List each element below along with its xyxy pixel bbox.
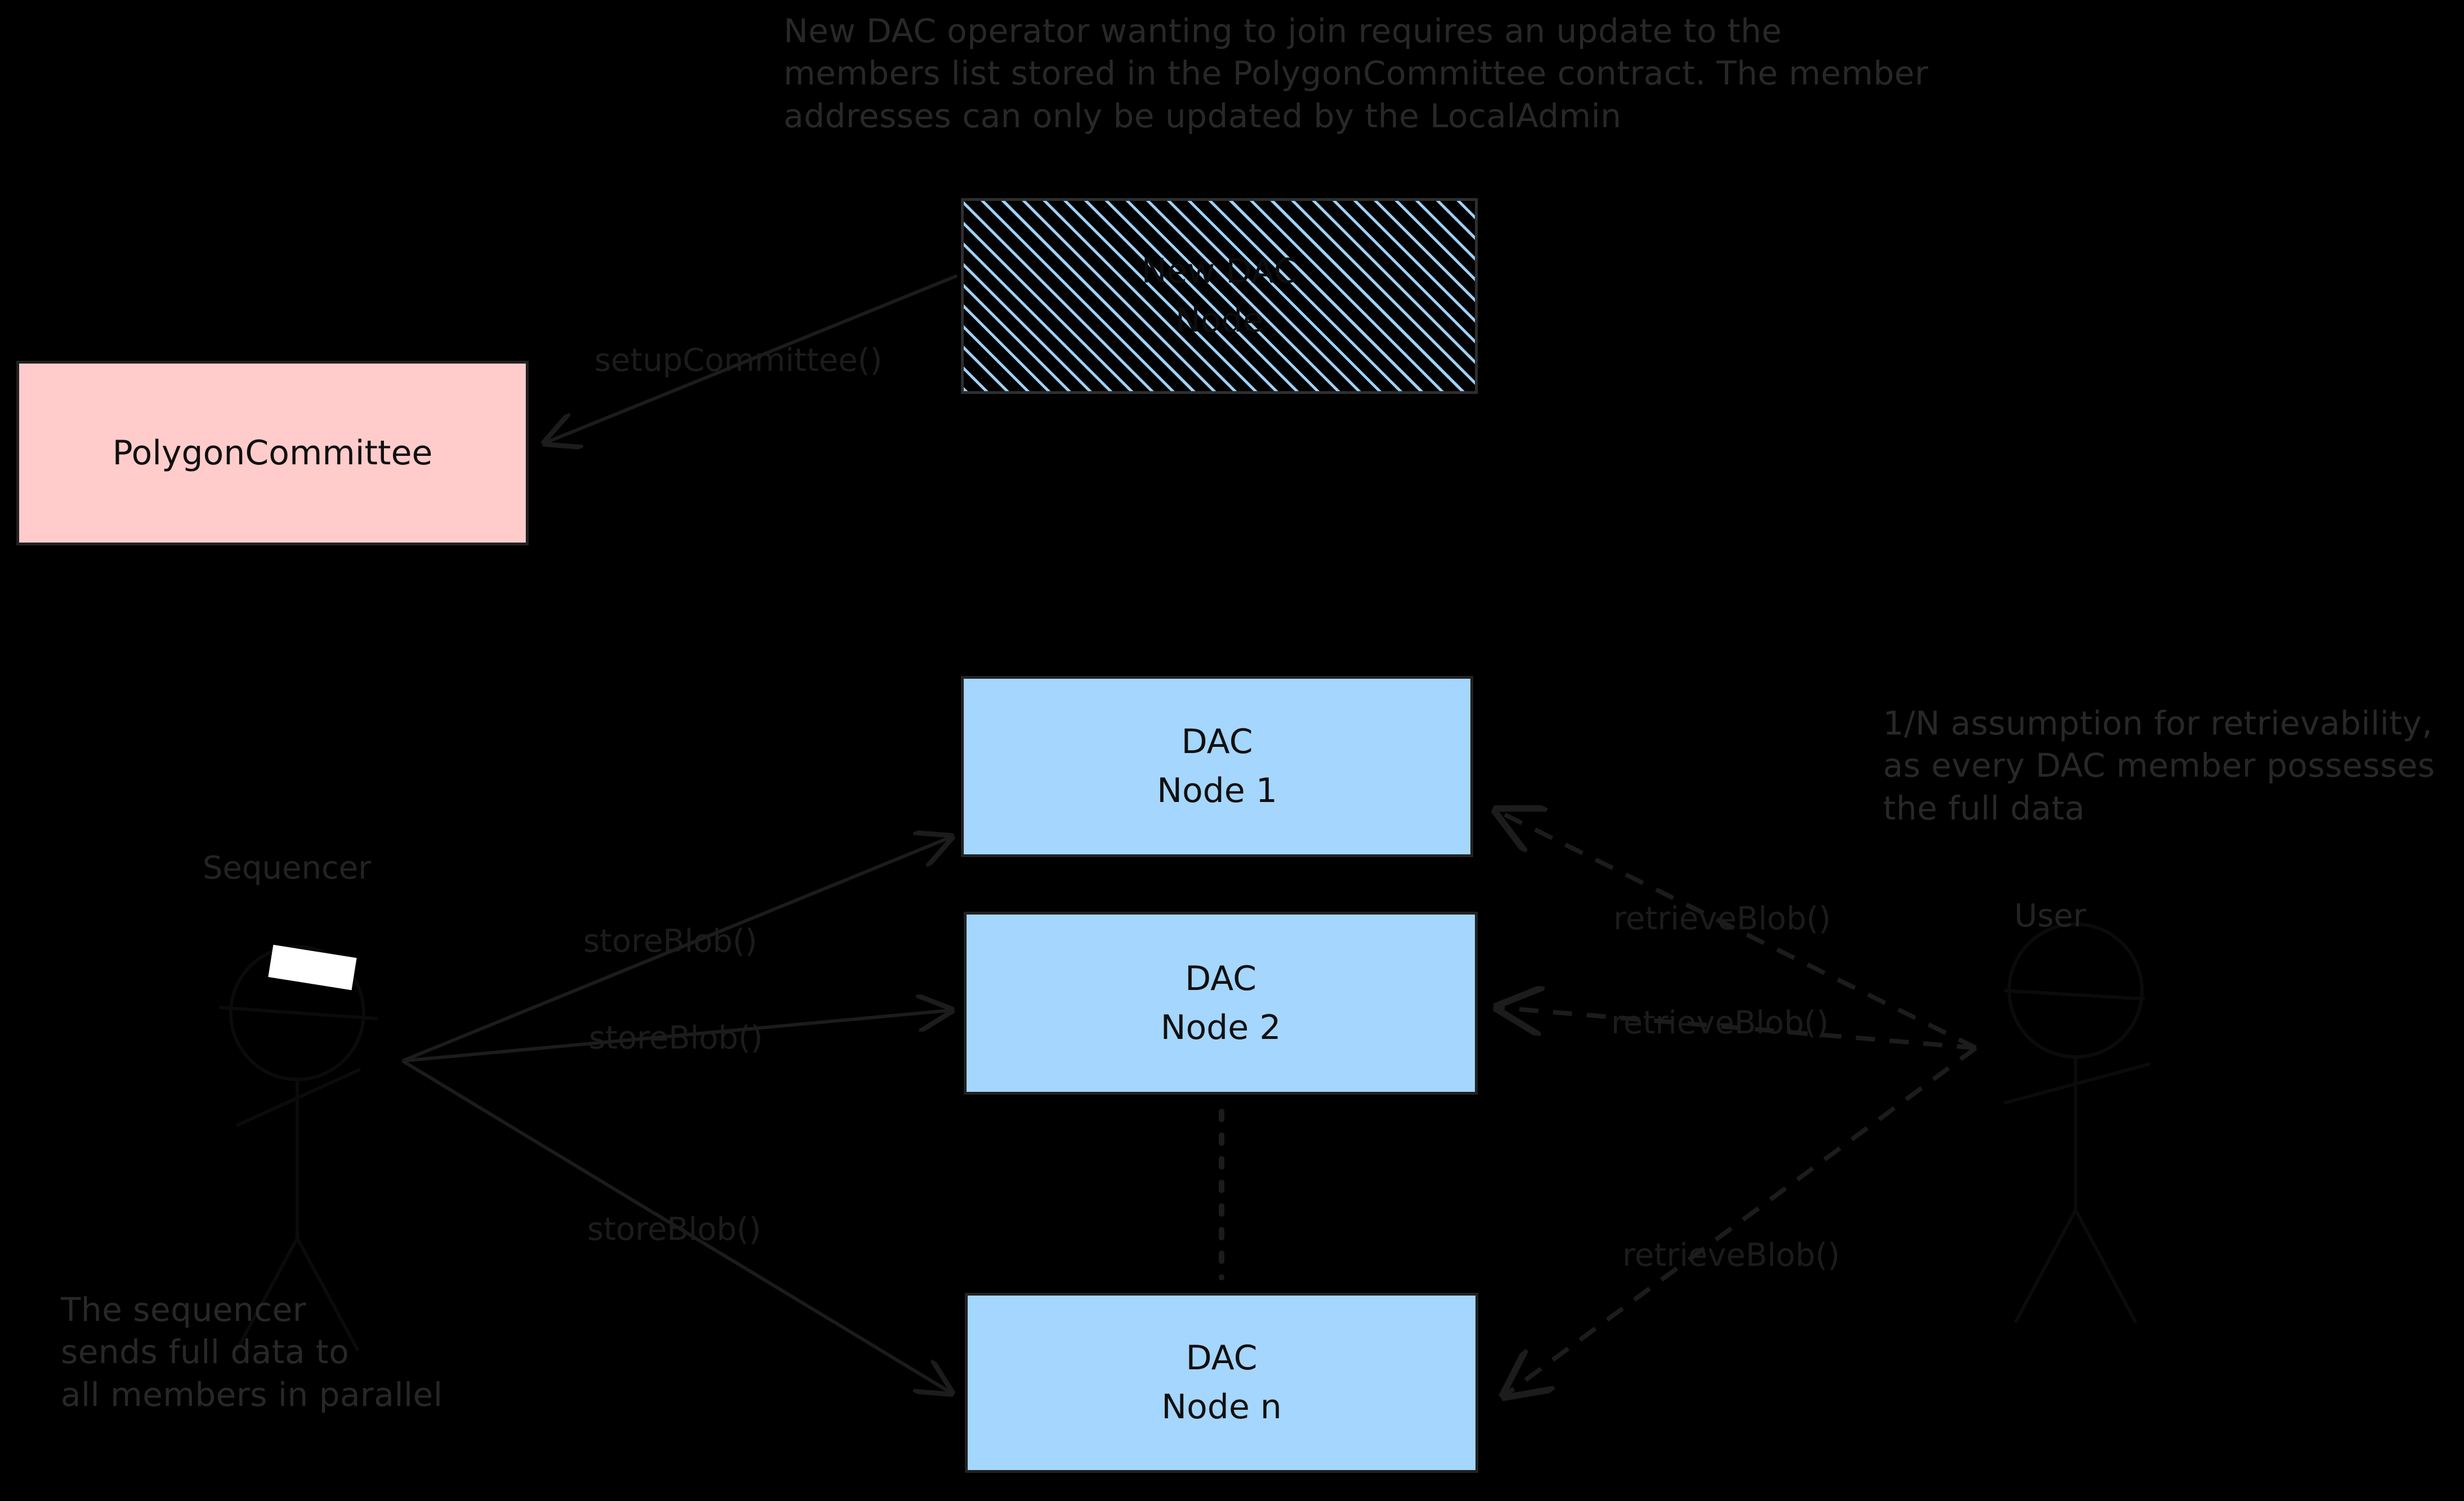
label-store-blob-1: storeBlob() bbox=[583, 923, 758, 960]
box-polygon-committee-label: PolygonCommittee bbox=[112, 433, 433, 473]
box-dac-node-n-label: DAC Node n bbox=[1161, 1338, 1282, 1427]
label-retrieve-blob-n: retrieveBlob() bbox=[1622, 1237, 1840, 1274]
box-polygon-committee[interactable]: PolygonCommittee bbox=[16, 361, 529, 545]
label-store-blob-n: storeBlob() bbox=[587, 1211, 762, 1248]
box-dac-node-1[interactable]: DAC Node 1 bbox=[961, 676, 1473, 857]
box-dac-node-n[interactable]: DAC Node n bbox=[965, 1293, 1478, 1473]
user-actor bbox=[2004, 922, 2151, 1324]
box-dac-node-2[interactable]: DAC Node 2 bbox=[964, 912, 1478, 1095]
box-new-dac-node-label: New DAC Node bbox=[1141, 252, 1298, 340]
label-user: User bbox=[2014, 898, 2086, 934]
label-sequencer: Sequencer bbox=[203, 850, 372, 886]
note-sequencer-parallel: The sequencer sends full data to all mem… bbox=[61, 1291, 443, 1414]
edge-retrieve-blob-n bbox=[1504, 1046, 1978, 1396]
note-retrievability: 1/N assumption for retrievability, as ev… bbox=[1883, 704, 2435, 827]
box-dac-node-1-label: DAC Node 1 bbox=[1157, 722, 1277, 810]
label-store-blob-2: storeBlob() bbox=[589, 1020, 763, 1056]
label-retrieve-blob-1: retrieveBlob() bbox=[1613, 900, 1831, 937]
label-setup-committee: setupCommittee() bbox=[594, 342, 883, 379]
note-committee-update: New DAC operator wanting to join require… bbox=[784, 12, 1929, 135]
sequencer-redaction-tag bbox=[268, 944, 357, 991]
box-dac-node-2-label: DAC Node 2 bbox=[1160, 958, 1281, 1047]
box-new-dac-node[interactable]: New DAC Node bbox=[961, 198, 1478, 394]
label-retrieve-blob-2: retrieveBlob() bbox=[1611, 1005, 1829, 1041]
